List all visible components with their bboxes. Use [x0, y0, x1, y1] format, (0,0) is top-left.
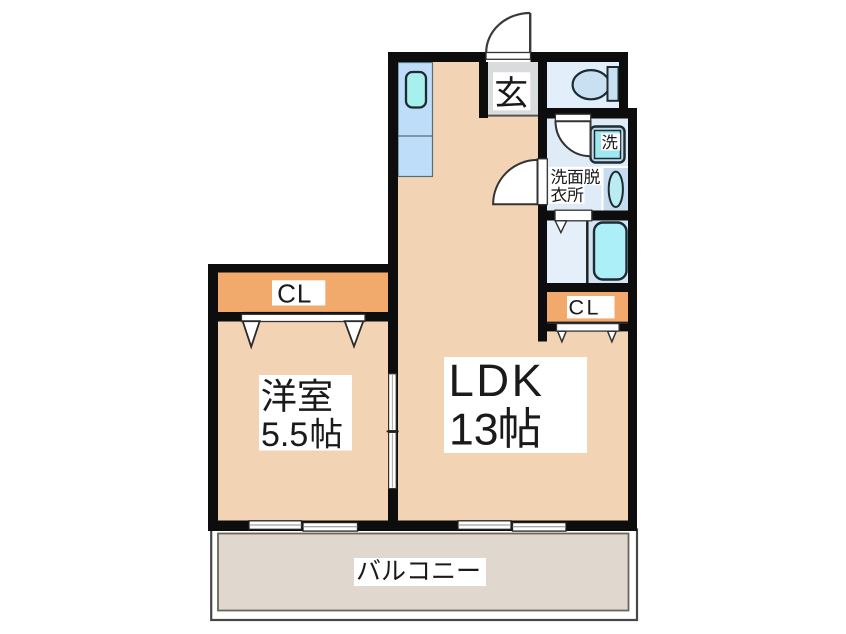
svg-text:CL: CL [569, 296, 601, 320]
svg-text:LDK: LDK [449, 355, 545, 406]
svg-text:CL: CL [277, 279, 312, 309]
svg-text:5.5: 5.5 [261, 416, 308, 454]
svg-text:13: 13 [449, 405, 499, 454]
